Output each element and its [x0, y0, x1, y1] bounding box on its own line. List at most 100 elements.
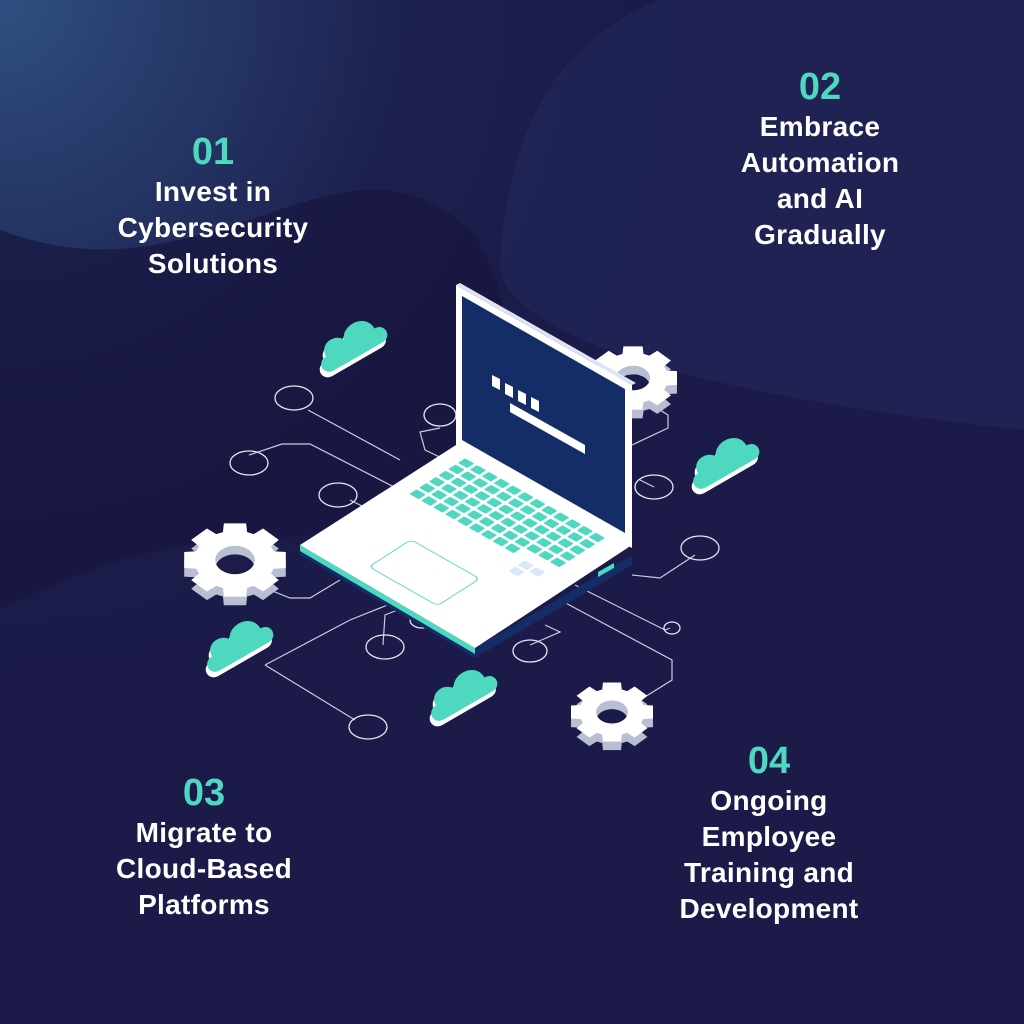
keyboard-key: [505, 485, 522, 495]
arrow-key: [529, 567, 545, 577]
keyboard-key: [476, 504, 493, 514]
keyboard-key: [512, 524, 528, 534]
keyboard-key: [565, 519, 581, 529]
keyboard-key: [481, 530, 497, 540]
keyboard-key: [470, 465, 486, 475]
step-02: 02 Embrace Automation and AI Gradually: [741, 67, 900, 253]
step-number: 01: [191, 131, 235, 173]
keyboard-key: [569, 545, 586, 555]
keyboard-key: [409, 489, 426, 499]
step-number: 03: [182, 772, 226, 814]
background-right-curve: [499, 0, 1024, 430]
keyboard-key: [538, 550, 554, 561]
keyboard-key: [429, 477, 445, 487]
cloud-icon: [319, 321, 388, 378]
gear-icon: [571, 682, 653, 751]
keyboard-key: [484, 485, 500, 495]
keyboard-key: [526, 544, 542, 554]
keyboard-key: [510, 511, 526, 521]
keyboard-key: [548, 544, 564, 554]
keyboard-key: [460, 471, 477, 481]
step-title: Invest in Cybersecurity Solutions: [117, 176, 309, 279]
laptop-base: [300, 445, 632, 648]
cloud-icon: [205, 621, 274, 678]
cloud-body: [693, 438, 760, 489]
keyboard-key: [541, 505, 557, 516]
keyboard-key: [567, 532, 583, 542]
laptop-lid-side: [456, 283, 636, 385]
step-03: 03 Migrate to Cloud-Based Platforms: [116, 773, 292, 923]
keyboard-key: [508, 498, 524, 508]
arrow-key: [508, 566, 525, 576]
keyboard-key: [553, 512, 569, 522]
clouds: [205, 321, 760, 727]
keyboard-key: [486, 498, 502, 508]
keyboard-key: [467, 510, 483, 520]
usb-port: [598, 563, 614, 577]
keyboard-key: [514, 537, 531, 547]
step-01: 01 Invest in Cybersecurity Solutions: [118, 132, 309, 282]
keyboard-key: [557, 538, 574, 548]
laptop-screen: [462, 296, 625, 533]
keyboard-key: [421, 496, 438, 506]
keyboard-key: [474, 491, 491, 501]
keyboard-key: [579, 539, 595, 549]
keyboard-key: [520, 505, 536, 515]
keyboard-key: [498, 504, 514, 515]
cloud-body: [207, 621, 274, 672]
cloud-icon: [429, 670, 498, 727]
keyboard-key: [469, 523, 485, 533]
trackpad: [370, 540, 478, 605]
keyboard-key: [443, 496, 459, 507]
keyboard-key: [493, 536, 509, 547]
keyboard-key: [555, 525, 572, 535]
gear-icon: [184, 523, 286, 606]
keyboard-key: [522, 518, 538, 528]
keyboard-key: [431, 490, 447, 500]
gear-face: [184, 523, 286, 597]
cloud-body: [431, 670, 498, 721]
keyboard-key: [482, 472, 498, 482]
arrow-key: [518, 560, 534, 571]
keyboard-key: [545, 531, 562, 542]
screen-graphic: [492, 375, 585, 454]
keyboard-key: [529, 499, 546, 509]
keyboard-key: [439, 471, 455, 481]
keyboard-key: [445, 509, 461, 520]
keyboard-key: [472, 478, 488, 488]
keyboard-key: [534, 525, 550, 535]
keyboard-key: [448, 464, 465, 475]
keyboard-key: [457, 516, 473, 526]
gear-face: [571, 682, 653, 742]
keyboard-key: [494, 478, 510, 489]
keyboard-key: [453, 490, 469, 500]
keyboard-key: [433, 503, 450, 513]
keyboard-key: [479, 517, 495, 527]
keyboard-key: [517, 492, 534, 502]
keyboard: [370, 458, 605, 605]
keyboard-key: [455, 503, 471, 513]
step-title: Ongoing Employee Training and Developmen…: [679, 785, 859, 924]
keyboard-key: [496, 491, 512, 502]
keyboard-key: [462, 484, 479, 494]
keyboard-key: [490, 523, 507, 534]
keyboard-key: [536, 538, 552, 548]
keyboard-key: [419, 483, 436, 493]
laptop-base-edge-accent: [300, 545, 475, 654]
keyboard-key: [577, 526, 593, 536]
keyboard-key: [531, 512, 548, 522]
cloud-icon: [691, 438, 760, 495]
keyboard-key: [458, 458, 474, 468]
keyboard-key: [505, 543, 521, 553]
keyboard-key: [500, 517, 517, 527]
laptop-base-edge: [300, 545, 632, 658]
step-number: 02: [798, 66, 842, 108]
step-title: Embrace Automation and AI Gradually: [740, 111, 900, 250]
keyboard-key: [560, 551, 576, 561]
step-04: 04 Ongoing Employee Training and Develop…: [679, 741, 858, 927]
keyboard-key: [589, 532, 605, 543]
keyboard-key: [550, 557, 566, 567]
step-title: Migrate to Cloud-Based Platforms: [116, 817, 292, 920]
step-number: 04: [747, 740, 791, 782]
keyboard-key: [450, 477, 467, 488]
